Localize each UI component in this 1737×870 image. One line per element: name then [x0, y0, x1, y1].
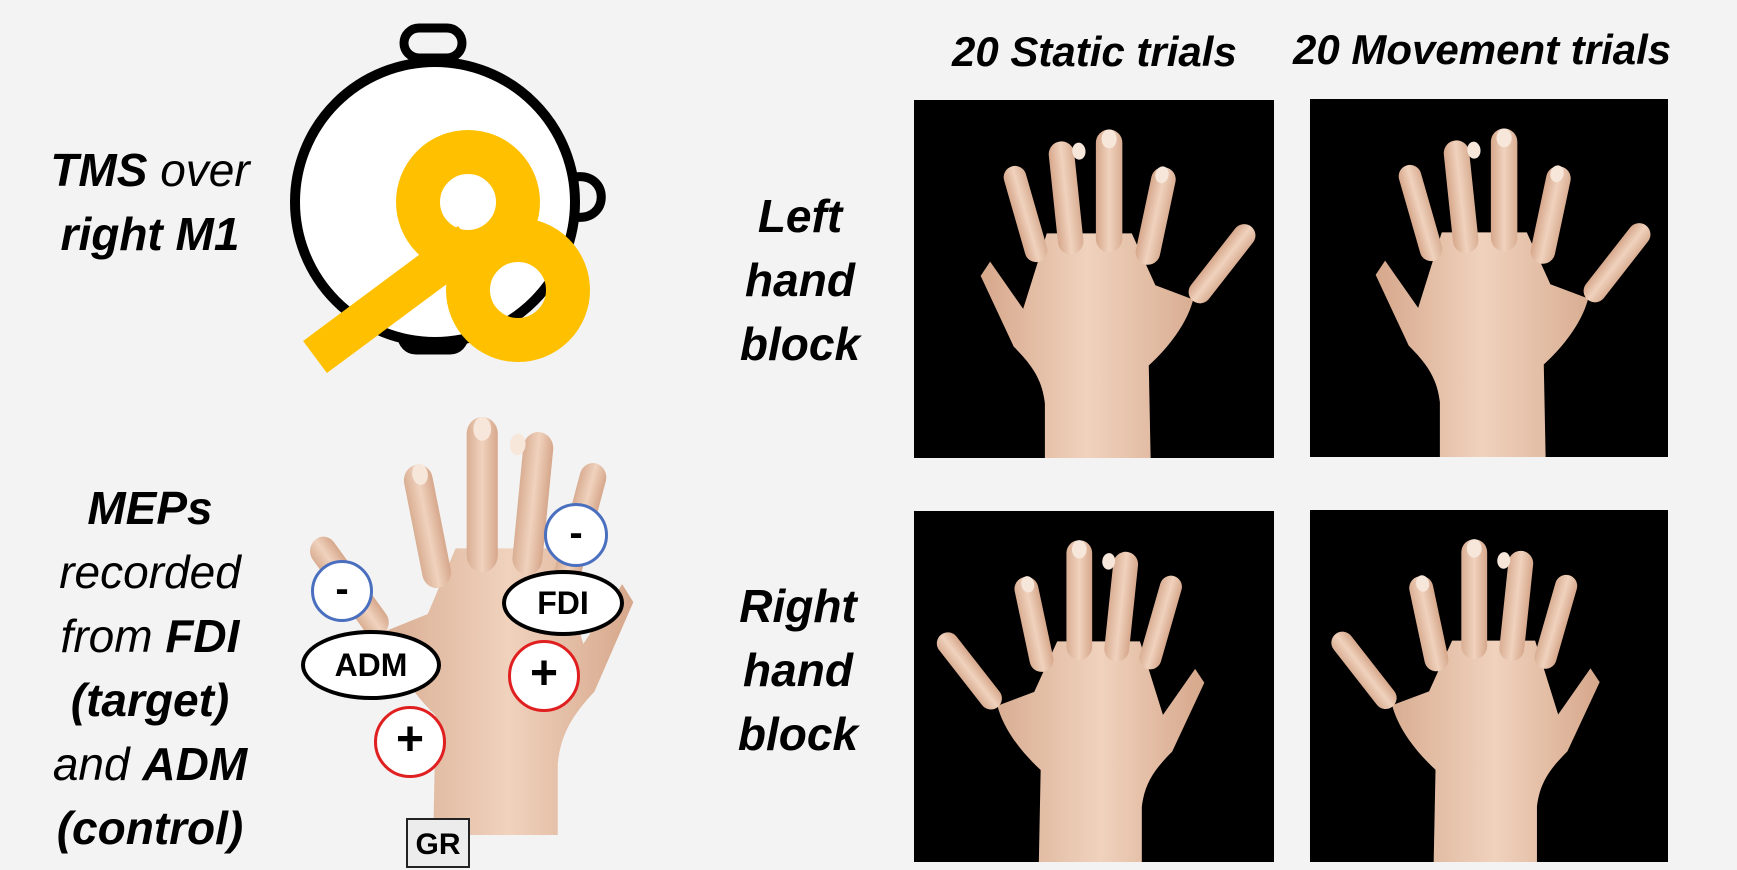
- adm-electrode-label: ADM: [301, 630, 441, 700]
- meps-target: (target): [71, 674, 229, 726]
- left-movement-hand-panel: [1310, 99, 1668, 457]
- tms-label: TMS over right M1: [20, 138, 280, 266]
- right-hand-movement-icon: [1310, 510, 1668, 862]
- row-right-word1: Right: [739, 580, 857, 632]
- left-hand-static-icon: [914, 100, 1274, 458]
- row-left-word1: Left: [758, 190, 842, 242]
- meps-control: (control): [57, 802, 244, 854]
- right-static-hand-panel: [914, 511, 1274, 862]
- meps-recorded: recorded: [59, 546, 241, 598]
- right-hand-static-icon: [914, 511, 1274, 862]
- row-label-right: Right hand block: [698, 574, 898, 766]
- meps-fdi: FDI: [165, 610, 239, 662]
- row-label-left: Left hand block: [700, 184, 900, 376]
- electrode-plus-adm: +: [374, 706, 446, 778]
- electrode-hand-illustration: [300, 405, 700, 835]
- meps-and: and: [53, 738, 130, 790]
- left-hand-movement-icon: [1310, 99, 1668, 457]
- minus-symbol: -: [569, 511, 582, 555]
- ground-electrode: GR: [406, 818, 470, 868]
- meps-word: MEPs: [87, 482, 212, 534]
- left-static-hand-panel: [914, 100, 1274, 458]
- meps-adm: ADM: [142, 738, 247, 790]
- column-header-static: 20 Static trials: [952, 28, 1237, 76]
- meps-from: from: [61, 610, 153, 662]
- row-left-word2: hand: [745, 254, 855, 306]
- meps-label: MEPs recorded from FDI (target) and ADM …: [20, 476, 280, 860]
- electrode-plus-fdi: +: [508, 640, 580, 712]
- hand-photo-icon: [300, 405, 700, 835]
- ground-text: GR: [416, 828, 461, 861]
- tms-target: right M1: [61, 208, 240, 260]
- fdi-electrode-label: FDI: [502, 570, 624, 636]
- row-right-word2: hand: [743, 644, 853, 696]
- minus-symbol: -: [335, 567, 348, 611]
- tms-word: TMS: [50, 144, 147, 196]
- tms-over: over: [160, 144, 249, 196]
- plus-symbol: +: [530, 647, 558, 700]
- right-movement-hand-panel: [1310, 510, 1668, 862]
- plus-symbol: +: [396, 713, 424, 766]
- row-left-word3: block: [740, 318, 860, 370]
- column-header-movement: 20 Movement trials: [1293, 26, 1671, 74]
- adm-text: ADM: [335, 647, 408, 683]
- electrode-minus-adm: -: [311, 560, 373, 622]
- row-right-word3: block: [738, 708, 858, 760]
- head-with-coil-icon: [290, 22, 690, 382]
- head-coil-illustration: [290, 22, 690, 382]
- fdi-text: FDI: [537, 585, 589, 621]
- electrode-minus-fdi: -: [544, 503, 608, 567]
